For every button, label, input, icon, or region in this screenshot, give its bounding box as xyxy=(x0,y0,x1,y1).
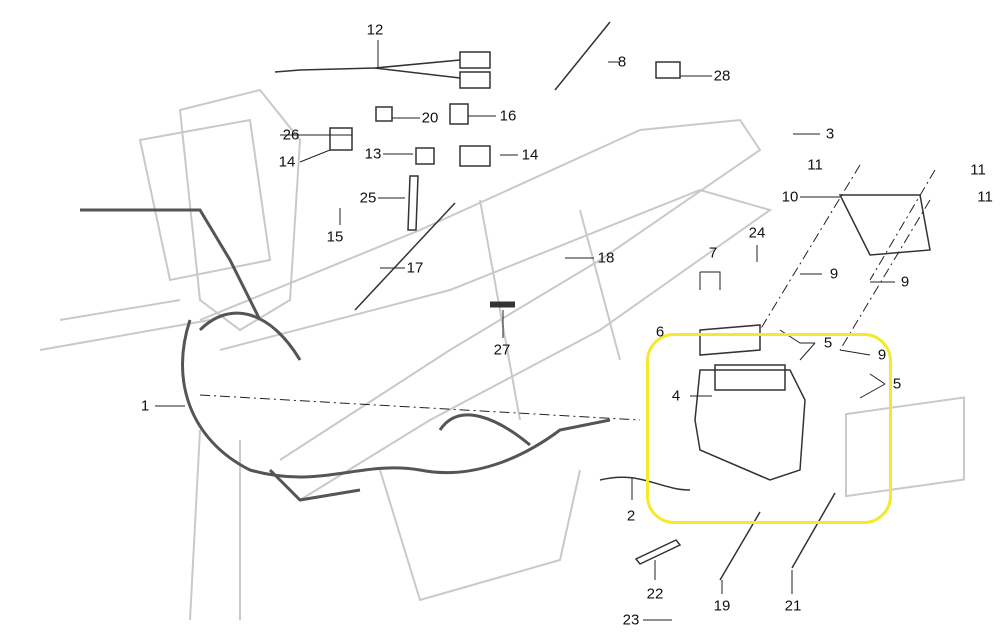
part-label-4: 4 xyxy=(671,387,681,405)
part-label-19: 19 xyxy=(713,597,731,615)
part-label-6: 6 xyxy=(655,323,665,341)
part-label-9: 9 xyxy=(829,265,839,283)
part-label-25: 25 xyxy=(359,189,377,207)
part-label-12: 12 xyxy=(366,21,384,39)
part-label-11: 11 xyxy=(807,156,823,174)
part-label-2: 2 xyxy=(626,507,636,525)
part-label-1: 1 xyxy=(140,397,150,415)
part-label-21: 21 xyxy=(784,597,802,615)
part-label-8: 8 xyxy=(617,53,627,71)
part-label-9b: 9 xyxy=(900,273,910,291)
part-label-17: 17 xyxy=(406,259,424,277)
part-label-26: 26 xyxy=(282,126,300,144)
part-label-9c: 9 xyxy=(877,346,887,364)
part-label-5b: 5 xyxy=(892,375,902,393)
part-label-3: 3 xyxy=(825,125,835,143)
part-label-15: 15 xyxy=(326,228,344,246)
part-label-20: 20 xyxy=(421,109,439,127)
part-label-10: 10 xyxy=(781,188,799,206)
part-label-22: 22 xyxy=(646,585,664,603)
part-label-16: 16 xyxy=(499,107,517,125)
part-label-14b: 14 xyxy=(521,146,539,164)
highlighted-region-ecu-assembly xyxy=(646,333,892,524)
part-label-18: 18 xyxy=(597,249,615,267)
part-label-14: 14 xyxy=(278,153,296,171)
part-label-13: 13 xyxy=(364,145,382,163)
part-label-23: 23 xyxy=(622,611,640,629)
part-label-11b: 11 xyxy=(970,161,986,179)
part-label-27: 27 xyxy=(493,341,511,359)
part-label-28: 28 xyxy=(713,67,731,85)
part-label-24: 24 xyxy=(748,224,766,242)
part-label-7: 7 xyxy=(708,244,718,262)
part-label-11c: 11 xyxy=(977,188,993,206)
part-label-5: 5 xyxy=(823,334,833,352)
